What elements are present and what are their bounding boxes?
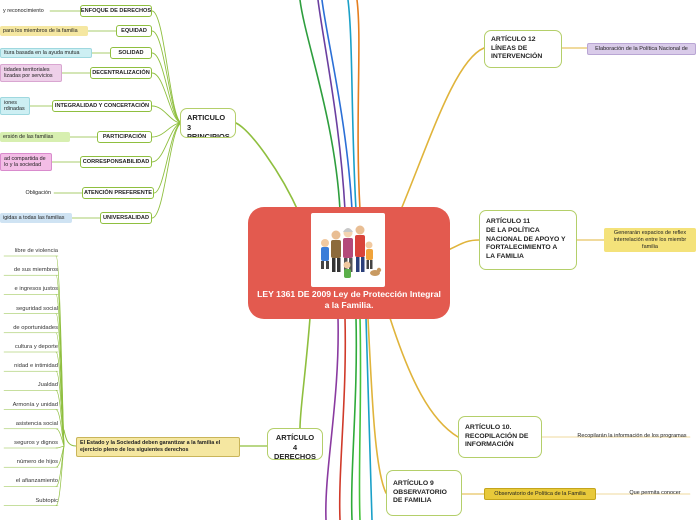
connector-central-art12 — [399, 47, 485, 213]
connector-central-principios — [235, 122, 301, 216]
derecho-item[interactable]: número de hijos — [16, 459, 58, 466]
connector-derecho-9 — [55, 409, 65, 447]
principio-6-box[interactable]: PARTICIPACIÓN — [97, 131, 152, 143]
principio-3-leaf[interactable]: ltura basada en la ayuda mutua — [0, 48, 92, 58]
branch-right-1-leaf[interactable]: Elaboración de la Política Nacional de — [587, 43, 696, 55]
principio-5-box[interactable]: INTEGRALIDAD Y CONCERTACIÓN — [52, 100, 152, 112]
derecho-item[interactable]: e ingresos justos — [14, 286, 59, 293]
family-illustration-icon — [311, 213, 385, 287]
connector-top-1 — [317, 0, 346, 211]
derecho-item[interactable]: de oportunidades — [13, 324, 58, 331]
derecho-item[interactable]: nidad e intimidad — [14, 363, 58, 370]
connector-principio-9 — [151, 122, 183, 219]
connector-bottom-3 — [338, 317, 347, 520]
derecho-item[interactable]: asistencia social — [15, 420, 58, 427]
connector-central-art11 — [447, 239, 480, 251]
connector-derecho-10 — [55, 428, 65, 447]
branch-articulo-3-principios[interactable]: ARTICULO 3 PRINCIPIOS — [180, 108, 236, 138]
connector-top-4 — [356, 0, 361, 211]
connector-bottom-1 — [350, 317, 358, 520]
derecho-item[interactable]: seguridad social — [16, 305, 58, 312]
principio-1-box[interactable]: ENFOQUE DE DERECHOS — [80, 5, 152, 17]
principio-9-box[interactable]: UNIVERSALIDAD — [100, 212, 152, 224]
central-title: LEY 1361 DE 2009 Ley de Protección Integ… — [257, 289, 441, 310]
principio-4-leaf[interactable]: tidades territoriales lizadas por servic… — [0, 64, 62, 82]
principio-6-leaf[interactable]: ersión de las familias — [0, 132, 70, 142]
connector-principio-5 — [151, 105, 183, 124]
connector-bottom-2 — [358, 317, 362, 520]
branch-right-1[interactable]: ARTÍCULO 12 LÍNEAS DE INTERVENCIÓN — [484, 30, 562, 68]
connector-derecho-14 — [55, 445, 65, 506]
connector-central-art10 — [389, 317, 459, 438]
derechos-intro[interactable]: El Estado y la Sociedad deben garantizar… — [76, 437, 240, 457]
derecho-item[interactable]: Jualdad — [37, 382, 58, 389]
branch-right-2-leaf[interactable]: Generarán espacios de reflex interrelaci… — [604, 228, 696, 252]
principio-2-box[interactable]: EQUIDAD — [116, 25, 152, 37]
central-topic[interactable]: LEY 1361 DE 2009 Ley de Protección Integ… — [248, 207, 450, 319]
derecho-item[interactable]: libre de violencia — [14, 248, 58, 254]
derecho-item[interactable]: de sus miembros — [13, 267, 58, 274]
connector-principio-7 — [151, 122, 183, 163]
derecho-item[interactable]: Armonía y unidad — [12, 401, 58, 408]
derechos-list: libre de violencia de sus miembros e ingre… — [0, 245, 62, 520]
principio-9-leaf[interactable]: igidas a todas las familias — [0, 213, 72, 223]
derecho-item[interactable]: el afianzamiento — [15, 478, 58, 485]
connector-bottom-5 — [365, 317, 373, 520]
connector-central-derechos — [299, 317, 311, 429]
branch-right-4-leaf[interactable]: Observatorio de Política de la Familia — [484, 488, 596, 500]
derecho-item[interactable]: cultura y deporte — [14, 344, 58, 350]
principio-5-leaf[interactable]: iones rdinadas — [0, 97, 30, 115]
derecho-item[interactable]: seguros y dignos — [14, 440, 58, 446]
principio-8-box[interactable]: ATENCIÓN PREFERENTE — [82, 187, 154, 199]
connector-top-2 — [321, 0, 353, 211]
branch-right-3-leaf[interactable]: Recopilarán la información de los progra… — [577, 433, 687, 439]
branch-right-4[interactable]: ARTÍCULO 9 OBSERVATORIO DE FAMILIA — [386, 470, 462, 516]
derecho-item[interactable]: Subtopic — [35, 497, 58, 504]
principio-1-leaf[interactable]: y reconocimiento — [3, 7, 44, 14]
connector-principio-1 — [151, 10, 183, 124]
connector-principio-2 — [151, 30, 183, 124]
principio-8-leaf[interactable]: Obligación — [25, 189, 51, 196]
connector-top-3 — [347, 0, 357, 211]
connector-central-art9 — [367, 317, 387, 494]
principio-4-box[interactable]: DECENTRALIZACIÓN — [90, 67, 152, 79]
branch-right-2[interactable]: ARTÍCULO 11 DE LA POLÍTICA NACIONAL DE A… — [479, 210, 577, 270]
principio-7-box[interactable]: CORRESPONSABILIDAD — [80, 156, 152, 168]
connector-principio-4 — [151, 72, 183, 124]
branch-articulo-4-derechos[interactable]: ARTÍCULO 4 DERECHOS — [267, 428, 323, 460]
connector-derechos-list — [63, 429, 77, 447]
principio-3-box[interactable]: SOLIDAD — [110, 47, 152, 59]
principio-7-leaf[interactable]: ad compartida de lo y la sociedad — [0, 153, 52, 171]
connector-principio-8 — [153, 122, 183, 194]
connector-top-5 — [299, 0, 341, 211]
connector-bottom-4 — [325, 317, 339, 520]
branch-right-3[interactable]: ARTÍCULO 10. RECOPILACIÓN DE INFORMACIÓN — [458, 416, 542, 458]
branch-right-4-leaf-2[interactable]: Que permita conocer — [629, 490, 681, 496]
principio-2-leaf[interactable]: para los miembros de la familia — [0, 26, 88, 36]
